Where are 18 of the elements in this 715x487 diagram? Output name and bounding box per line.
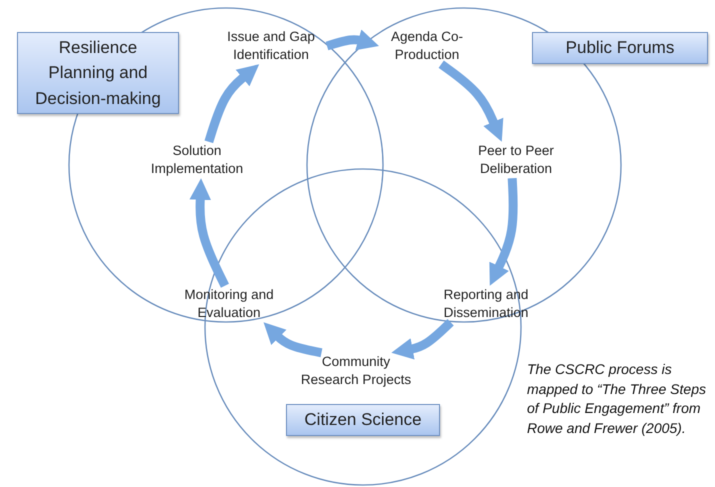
category-box <box>532 32 708 64</box>
step-label: Solution Implementation <box>150 142 244 178</box>
arrow <box>391 318 454 360</box>
arrow <box>438 60 504 142</box>
arrow <box>189 178 229 288</box>
category-label: Resilience Planning and Decision-making <box>34 36 162 110</box>
step-label: Community Research Projects <box>300 352 412 389</box>
arrow <box>489 178 518 286</box>
category-label: Public Forums <box>564 37 676 60</box>
arrow <box>264 322 322 358</box>
step-label: Peer to Peer Deliberation <box>477 142 555 178</box>
arrow <box>204 64 260 144</box>
caption: The CSCRC process is mapped to “The Three Steps of Public Engagement” from Rowe and Frewer (2005). <box>527 360 707 438</box>
category-box <box>17 32 179 114</box>
step-label: Agenda Co-Production <box>390 28 464 64</box>
step-label: Issue and Gap Identification <box>226 28 316 64</box>
category-label: Citizen Science <box>303 409 423 432</box>
category-box <box>286 404 440 436</box>
